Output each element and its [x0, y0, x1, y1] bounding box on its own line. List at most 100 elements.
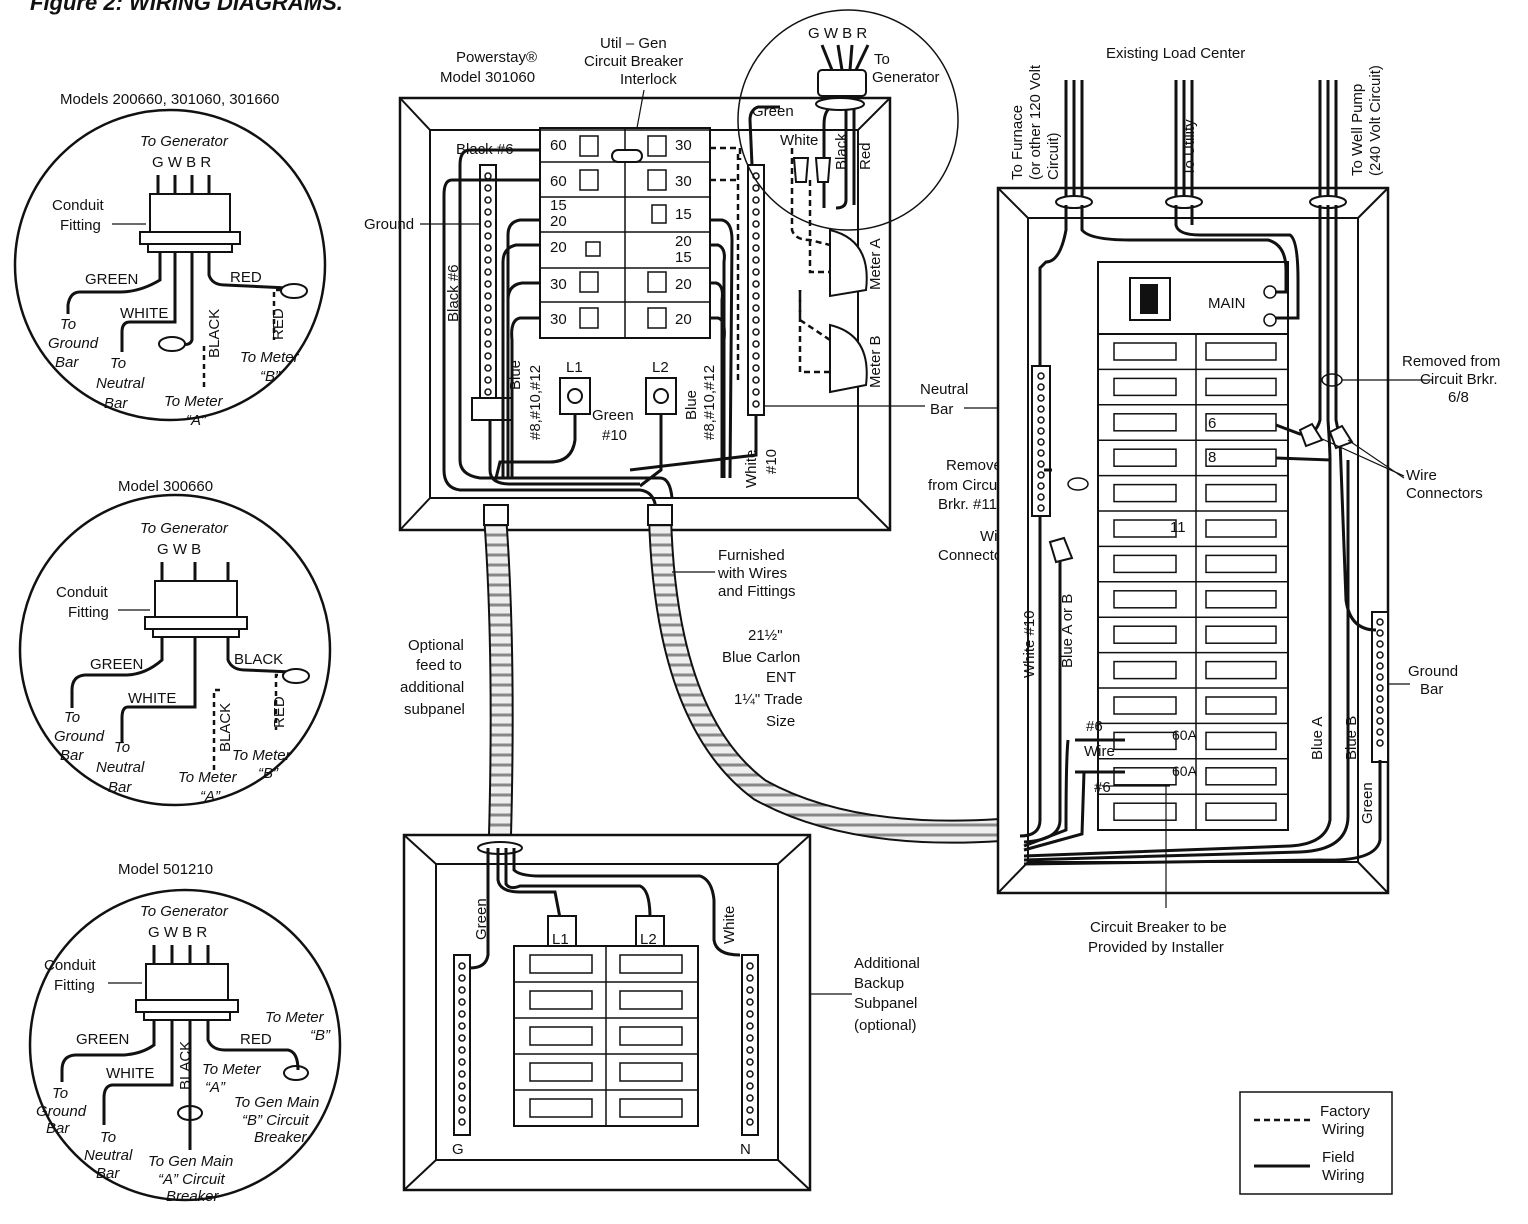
bar-hole	[746, 1046, 754, 1054]
bar-hole	[484, 184, 492, 192]
optional-2: feed to	[416, 657, 462, 674]
inset2-meter-b-2: “B”	[258, 765, 279, 782]
ts-breaker-left: 60	[550, 137, 567, 154]
inset2-black-top: BLACK	[234, 651, 283, 668]
sp-slot-left	[529, 990, 593, 1010]
wire6-1: #6	[1086, 718, 1103, 735]
bar-hole	[1376, 739, 1384, 747]
sp-n: N	[740, 1141, 751, 1158]
bar-hole	[484, 220, 492, 228]
ts-interlock-1: Util – Gen	[600, 35, 667, 52]
bar-hole	[458, 974, 466, 982]
bar-hole	[1376, 684, 1384, 692]
ts-l1-label: L1	[566, 359, 583, 376]
bar-hole	[1376, 728, 1384, 736]
legend-factory-2: Wiring	[1322, 1121, 1365, 1138]
furnished-1: Furnished	[718, 547, 785, 564]
bar-hole	[1037, 405, 1045, 413]
bar-hole	[484, 304, 492, 312]
wire6-2: Wire	[1084, 743, 1115, 760]
bar-hole	[458, 1046, 466, 1054]
inset3-gen-a-3: Breaker	[166, 1188, 220, 1205]
bar-hole	[752, 280, 760, 288]
lc-slot-left	[1113, 448, 1177, 467]
bar-hole	[746, 1034, 754, 1042]
inset2-white: WHITE	[128, 690, 176, 707]
existing-load-center: Existing Load Center To Furnace (or othe…	[996, 45, 1500, 956]
wire-connectors-1: Wire	[1406, 467, 1437, 484]
middle-callouts: Furnished with Wires and Fittings 21½" B…	[400, 381, 1066, 730]
inset3-title: Model 501210	[118, 861, 213, 878]
ts-model-line2: Model 301060	[440, 69, 535, 86]
inset1-meter-a-1: To Meter	[164, 393, 224, 410]
bar-hole	[746, 1094, 754, 1102]
inset3-ground-2: Ground	[36, 1103, 87, 1120]
sp-slot-right	[619, 1098, 683, 1118]
inset3-red: RED	[240, 1031, 272, 1048]
inset3-meter-b-2: “B”	[310, 1027, 331, 1044]
bar-hole	[484, 328, 492, 336]
sp-slot-left	[529, 1062, 593, 1082]
inset1-red-side: RED	[270, 308, 287, 340]
lc-slot-right	[1205, 767, 1277, 786]
bar-hole	[1376, 618, 1384, 626]
lc-slot-left	[1113, 590, 1177, 609]
inset3-neutral-3: Bar	[96, 1165, 120, 1182]
inset2-gwb: G W B	[157, 541, 201, 558]
breaker-6: 6	[1208, 415, 1216, 432]
ts-interlock-2: Circuit Breaker	[584, 53, 683, 70]
bar-hole	[752, 256, 760, 264]
lc-ground-bar-holes	[1376, 618, 1384, 747]
bar-hole	[746, 974, 754, 982]
wire-conn-2: Connector	[938, 547, 1007, 564]
backup-subpanel: L1 L2 Green White G N Additional Backup …	[402, 833, 920, 1192]
ts-meter-b: Meter B	[867, 335, 884, 388]
bar-hole	[1037, 493, 1045, 501]
ts-breaker-left: 30	[550, 311, 567, 328]
breaker-handle	[585, 241, 601, 257]
bar-hole	[1376, 673, 1384, 681]
ts-breaker-left: 20	[550, 213, 567, 230]
bar-hole	[484, 244, 492, 252]
legend-field-1: Field	[1322, 1149, 1355, 1166]
additional-4: (optional)	[854, 1017, 917, 1034]
furnished-2: with Wires	[717, 565, 787, 582]
lc-slot-left	[1113, 660, 1177, 680]
lc-slot-right	[1205, 377, 1277, 397]
transfer-switch-panel: Powerstay® Model 301060 Util – Gen Circu…	[364, 9, 959, 532]
ts-white10-1: White	[743, 450, 760, 488]
figure-title: Figure 2: WIRING DIAGRAMS.	[30, 0, 343, 15]
inset3-ground-1: To	[52, 1085, 68, 1102]
inset1-ground-2: Ground	[48, 335, 99, 352]
bar-hole	[458, 1022, 466, 1030]
bar-hole	[1376, 640, 1384, 648]
bar-hole	[458, 1058, 466, 1066]
inset2-red-side: RED	[271, 696, 288, 728]
inset2-neutral-1: To	[114, 739, 130, 756]
inset1-gwbr: G W B R	[152, 154, 211, 171]
bar-hole	[752, 232, 760, 240]
bar-hole	[458, 1034, 466, 1042]
bar-hole	[484, 208, 492, 216]
bar-hole	[746, 1022, 754, 1030]
breaker-handle	[579, 135, 599, 157]
inset2-to-generator: To Generator	[140, 520, 229, 537]
lc-blue-ab: Blue A or B	[1059, 594, 1076, 668]
inset1-green: GREEN	[85, 271, 138, 288]
inset2-title: Model 300660	[118, 478, 213, 495]
furnace-2: (or other 120 Volt	[1027, 64, 1044, 180]
bar-hole	[484, 376, 492, 384]
bar-hole	[746, 986, 754, 994]
flex-conduits	[483, 504, 1001, 844]
ts-model-line1: Powerstay®	[456, 49, 537, 66]
bar-hole	[752, 208, 760, 216]
breaker-handle	[651, 204, 667, 224]
load-center-title: Existing Load Center	[1106, 45, 1245, 62]
removed68-3: 6/8	[1448, 389, 1469, 406]
ts-red-wire: Red	[857, 142, 874, 170]
sp-slot-right	[619, 1062, 683, 1082]
inset3-meter-b-1: To Meter	[265, 1009, 325, 1026]
